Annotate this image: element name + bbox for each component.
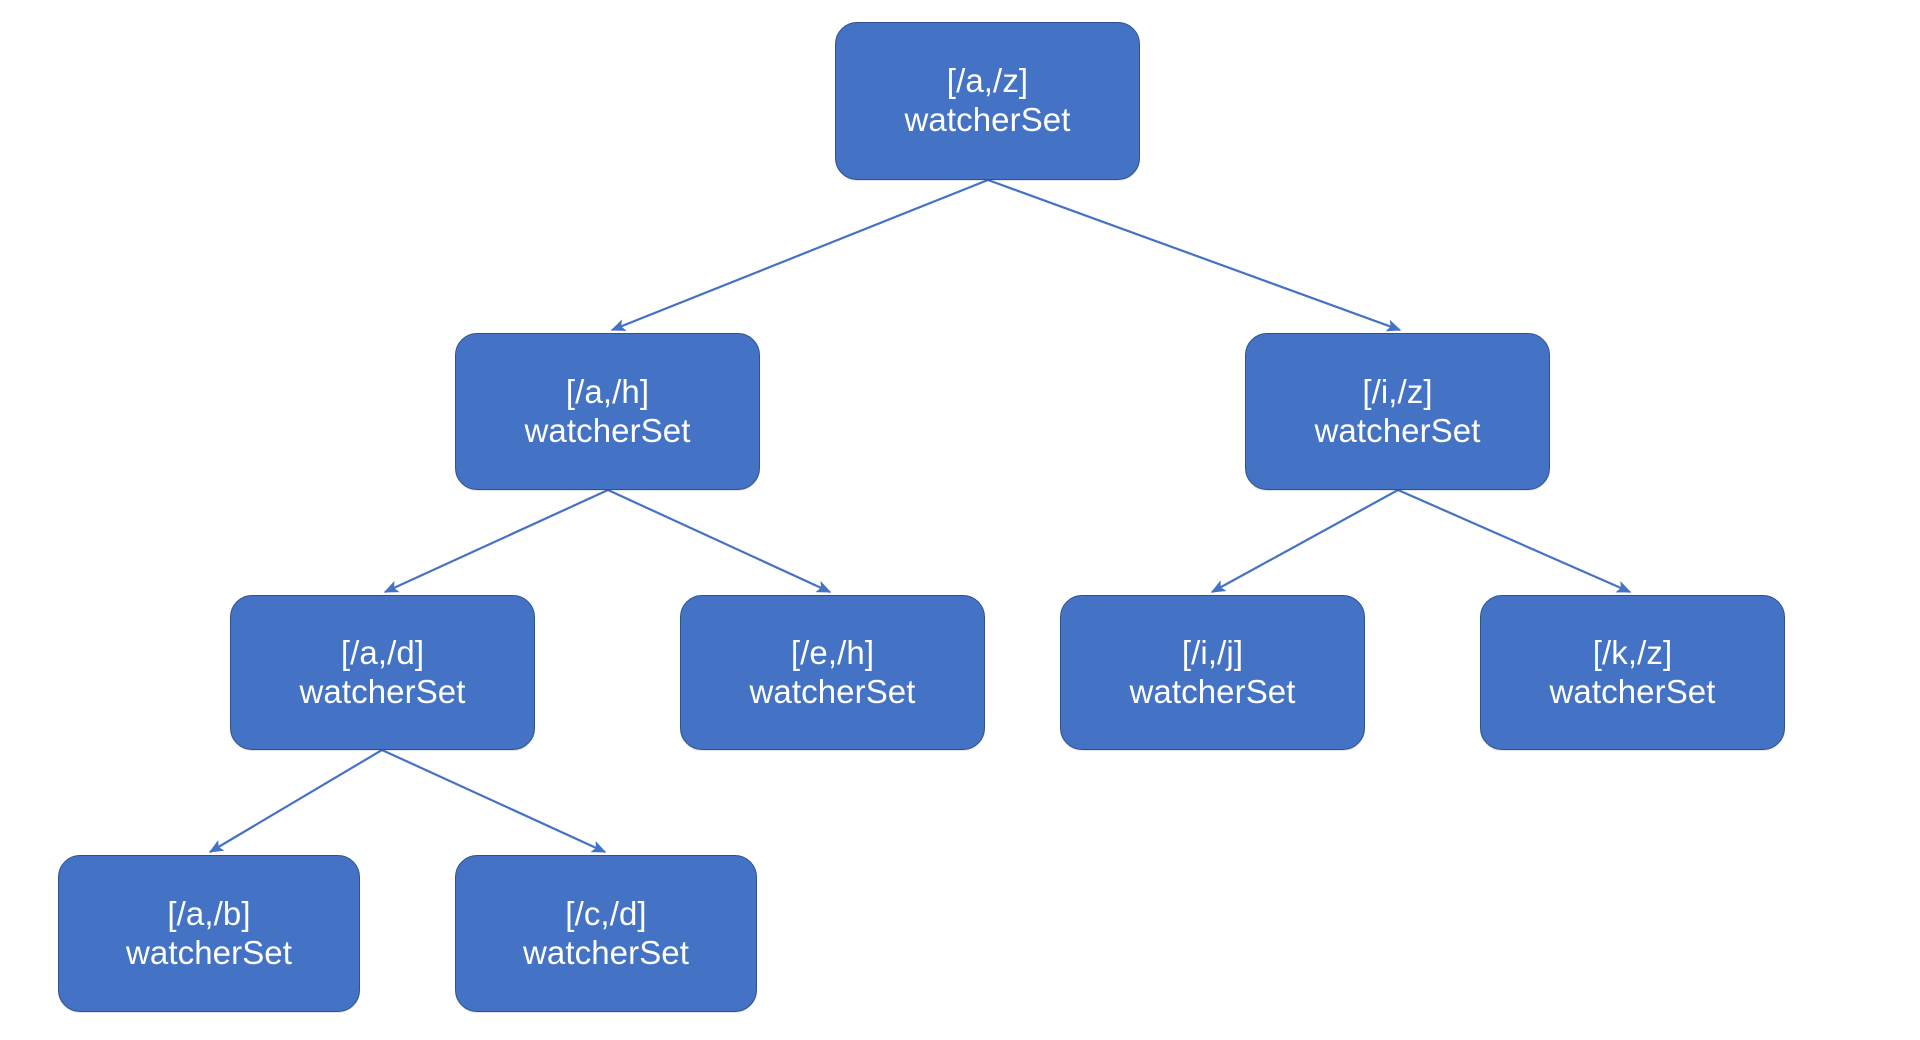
tree-node-n2[interactable]: [/i,/z]watcherSet xyxy=(1245,333,1550,490)
edge-n2-to-n5 xyxy=(1210,489,1399,593)
node-kind-label: watcherSet xyxy=(904,101,1071,138)
node-range-label: [/i,/j] xyxy=(1181,633,1244,671)
edge-n1-to-n4 xyxy=(607,489,832,593)
edge-n0-to-n1 xyxy=(610,178,989,332)
edge-n0-to-n2 xyxy=(987,178,1402,332)
node-kind-label: watcherSet xyxy=(524,411,691,449)
edge-n3-to-n8 xyxy=(381,748,607,854)
node-kind-label: watcherSet xyxy=(125,933,293,971)
tree-node-n1[interactable]: [/a,/h]watcherSet xyxy=(455,333,760,490)
edges-group xyxy=(208,178,1632,854)
edge-n2-to-n6 xyxy=(1397,488,1632,594)
edge-n3-to-n7 xyxy=(208,749,383,853)
tree-node-n7[interactable]: [/a,/b]watcherSet xyxy=(58,855,360,1012)
tree-node-n6[interactable]: [/k,/z]watcherSet xyxy=(1480,595,1785,750)
tree-node-n0[interactable]: [/a,/z]watcherSet xyxy=(835,22,1140,180)
node-kind-label: watcherSet xyxy=(299,672,466,710)
node-kind-label: watcherSet xyxy=(1314,411,1481,449)
node-range-label: [/c,/d] xyxy=(565,894,647,932)
tree-node-n3[interactable]: [/a,/d]watcherSet xyxy=(230,595,535,750)
tree-node-n4[interactable]: [/e,/h]watcherSet xyxy=(680,595,985,750)
node-kind-label: watcherSet xyxy=(1549,672,1716,710)
tree-node-n8[interactable]: [/c,/d]watcherSet xyxy=(455,855,757,1012)
node-kind-label: watcherSet xyxy=(1129,672,1296,710)
node-range-label: [/a,/z] xyxy=(946,62,1029,100)
node-range-label: [/a,/d] xyxy=(340,633,425,671)
node-range-label: [/a,/h] xyxy=(565,372,650,410)
node-kind-label: watcherSet xyxy=(749,672,916,710)
node-range-label: [/e,/h] xyxy=(790,633,875,671)
node-range-label: [/k,/z] xyxy=(1592,633,1673,671)
node-range-label: [/i,/z] xyxy=(1362,372,1433,410)
node-kind-label: watcherSet xyxy=(522,933,690,971)
edge-n1-to-n3 xyxy=(383,488,609,594)
node-range-label: [/a,/b] xyxy=(167,894,251,932)
tree-node-n5[interactable]: [/i,/j]watcherSet xyxy=(1060,595,1365,750)
